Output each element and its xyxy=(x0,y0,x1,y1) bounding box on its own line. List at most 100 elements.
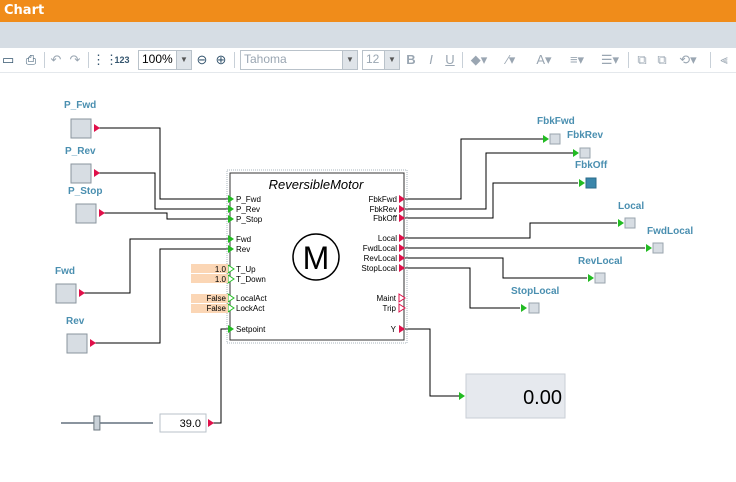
setpoint-slider[interactable] xyxy=(61,415,153,431)
output-local[interactable]: Local xyxy=(618,201,644,229)
pin-label: P_Stop xyxy=(236,215,263,224)
grid-icon[interactable]: ⋮⋮ xyxy=(92,52,118,67)
zoom-out-icon[interactable]: ⊖ xyxy=(196,52,208,67)
pin-marker xyxy=(399,195,405,203)
line-style-icon[interactable]: ≡▾ xyxy=(569,52,585,67)
bold-button[interactable]: B xyxy=(406,52,416,67)
pin-marker xyxy=(399,254,405,262)
input-rev[interactable]: Rev xyxy=(66,316,96,354)
pin-label: FbkRev xyxy=(369,205,397,214)
setpoint-value: 39.0 xyxy=(180,418,201,430)
bring-to-front-icon[interactable]: ⧉ xyxy=(637,52,647,67)
input-p-rev[interactable]: P_Rev xyxy=(65,146,100,184)
align-left-icon[interactable]: ⫷ xyxy=(720,52,728,67)
line-weight-icon[interactable]: ☰▾ xyxy=(600,52,620,67)
output-rev-local[interactable]: RevLocal xyxy=(578,256,623,284)
block-parameters: 1.0 1.0 False False xyxy=(191,264,228,313)
motor-symbol: M xyxy=(303,240,330,276)
pin-label: LockAct xyxy=(236,304,265,313)
numeric-display[interactable]: 0.00 xyxy=(459,373,566,419)
chevron-down-icon: ▼ xyxy=(176,51,191,69)
pin-label: RevLocal xyxy=(364,254,398,263)
indicator-active[interactable] xyxy=(585,177,597,189)
pin-label: P_Rev xyxy=(236,205,260,214)
input-pin xyxy=(646,244,652,252)
print-icon[interactable]: ⎙ xyxy=(25,52,37,67)
reversible-motor-block[interactable]: ReversibleMotor M P_Fwd P_Rev P_Stop Fwd… xyxy=(191,169,408,344)
font-select[interactable]: Tahoma ▼ xyxy=(240,50,358,70)
setpoint-entry[interactable]: 39.0 xyxy=(159,413,214,433)
slider-thumb[interactable] xyxy=(93,415,101,431)
input-pin xyxy=(543,135,549,143)
fill-color-icon[interactable]: ◆▾ xyxy=(470,52,488,67)
indicator[interactable] xyxy=(594,272,606,284)
separator xyxy=(88,52,89,68)
selection-outline xyxy=(226,169,408,344)
undo-icon[interactable]: ↶ xyxy=(50,52,62,67)
pin-label: T_Up xyxy=(236,265,256,274)
pin-marker xyxy=(399,325,405,333)
output-stop-local[interactable]: StopLocal xyxy=(511,286,560,314)
pin-marker xyxy=(398,293,406,303)
font-color-icon[interactable]: A▾ xyxy=(536,52,552,67)
output-fbk-fwd[interactable]: FbkFwd xyxy=(537,116,575,145)
underline-button[interactable]: U xyxy=(445,52,455,67)
indicator[interactable] xyxy=(624,217,636,229)
input-box[interactable] xyxy=(55,283,77,304)
wire xyxy=(93,248,228,344)
pin-label: P_Fwd xyxy=(236,195,261,204)
font-size-select[interactable]: 12 ▼ xyxy=(362,50,400,70)
input-p-fwd[interactable]: P_Fwd xyxy=(64,100,100,139)
wire xyxy=(405,222,617,239)
param-field[interactable] xyxy=(191,264,228,273)
font-value: Tahoma xyxy=(244,52,287,66)
output-pin xyxy=(79,289,85,297)
input-pin xyxy=(521,304,527,312)
wire xyxy=(96,127,228,200)
input-box[interactable] xyxy=(70,118,92,139)
line-color-icon[interactable]: ⁄▾ xyxy=(506,52,516,67)
pin-marker xyxy=(228,325,234,333)
indicator[interactable] xyxy=(528,302,540,314)
block-output-pins: FbkFwd FbkRev FbkOff Local FwdLocal RevL… xyxy=(361,195,406,334)
output-label: StopLocal xyxy=(511,286,560,297)
pin-label: Local xyxy=(378,234,397,243)
param-field[interactable] xyxy=(191,304,228,313)
indicator[interactable] xyxy=(652,242,664,254)
input-p-stop[interactable]: P_Stop xyxy=(68,186,105,224)
input-box[interactable] xyxy=(70,163,92,184)
pin-marker xyxy=(398,303,406,313)
send-to-back-icon[interactable]: ⧉ xyxy=(657,52,667,67)
input-box[interactable] xyxy=(75,203,97,224)
input-label: Rev xyxy=(66,316,85,327)
indicator[interactable] xyxy=(549,133,561,145)
output-fbk-off[interactable]: FbkOff xyxy=(575,160,608,189)
input-label: P_Stop xyxy=(68,186,102,197)
input-fwd[interactable]: Fwd xyxy=(55,266,85,304)
number-format-button[interactable]: 123 xyxy=(114,55,130,65)
rotate-icon[interactable]: ⟲▾ xyxy=(679,52,697,67)
output-fwd-local[interactable]: FwdLocal xyxy=(646,226,693,254)
param-field[interactable] xyxy=(191,274,228,283)
input-pin xyxy=(579,179,585,187)
pin-marker xyxy=(399,205,405,213)
separator xyxy=(628,52,629,68)
input-box[interactable] xyxy=(66,333,88,354)
param-field[interactable] xyxy=(191,294,228,303)
wire xyxy=(405,152,575,210)
input-pin xyxy=(459,392,465,400)
wire xyxy=(102,212,228,220)
toolbar: ▭ ⎙ ↶ ↷ ⋮⋮ 123 100% ▼ ⊖ ⊕ Tahoma ▼ 12 ▼ … xyxy=(0,48,736,73)
numeric-field[interactable] xyxy=(159,413,207,433)
output-pin xyxy=(90,339,96,347)
indicator[interactable] xyxy=(579,147,591,159)
separator xyxy=(234,52,235,68)
output-fbk-rev[interactable]: FbkRev xyxy=(567,130,604,159)
save-icon[interactable]: ▭ xyxy=(2,52,15,67)
zoom-select[interactable]: 100% ▼ xyxy=(138,50,192,70)
pin-label: Rev xyxy=(236,245,250,254)
redo-icon[interactable]: ↷ xyxy=(69,52,81,67)
italic-button[interactable]: I xyxy=(429,52,433,67)
zoom-in-icon[interactable]: ⊕ xyxy=(215,52,227,67)
display-box[interactable] xyxy=(465,373,566,419)
